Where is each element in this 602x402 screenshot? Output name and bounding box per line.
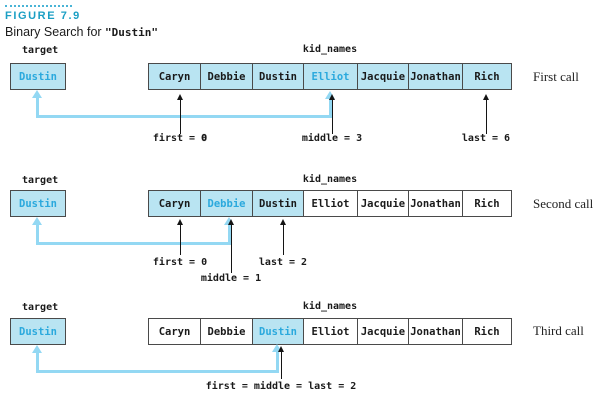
target-box: Dustin — [10, 318, 66, 345]
last-index-arrow — [482, 94, 491, 134]
array-label: kid_names — [302, 44, 358, 55]
array-cell: Elliot — [304, 191, 358, 216]
first-index-arrow — [176, 219, 185, 255]
target-box: Dustin — [10, 63, 66, 90]
combined-index-arrow — [277, 346, 286, 379]
array-cell: Rich — [463, 191, 511, 216]
comparison-line-horizontal — [36, 370, 279, 373]
array-cell: Jacquie — [358, 319, 409, 344]
annotation-combined: first = middle = last = 2 — [206, 381, 357, 392]
array-cell: Elliot — [304, 319, 358, 344]
array-cell: Caryn — [149, 319, 201, 344]
array-label: kid_names — [302, 301, 358, 312]
array-cell: Dustin — [253, 319, 304, 344]
array-cell: Jonathan — [409, 319, 463, 344]
figure-title: Binary Search for "Dustin" — [5, 25, 158, 39]
comparison-line-target — [35, 352, 39, 373]
array-cell: Jacquie — [358, 191, 409, 216]
annotation-first: first = 0 — [153, 257, 207, 268]
target-label: target — [22, 45, 59, 56]
annotation-first: first = 0 — [153, 133, 207, 144]
annotation-text: first = middle = last = 2 — [205, 381, 357, 392]
kid-names-array: Caryn Debbie Dustin Elliot Jacquie Jonat… — [148, 318, 512, 345]
target-box: Dustin — [10, 190, 66, 217]
figure-number: FIGURE 7.9 — [5, 10, 81, 22]
kid-names-array: Caryn Debbie Dustin Elliot Jacquie Jonat… — [148, 190, 512, 217]
array-cell: Debbie — [201, 64, 253, 89]
array-cell: Jonathan — [409, 64, 463, 89]
middle-index-arrow — [227, 219, 236, 273]
annotation-middle: middle = 1 — [201, 273, 261, 284]
array-label: kid_names — [302, 174, 358, 185]
array-cell: Caryn — [149, 64, 201, 89]
target-label: target — [22, 175, 59, 186]
array-cell: Rich — [463, 64, 511, 89]
call-caption: Third call — [533, 323, 584, 338]
dotted-rule — [5, 5, 72, 7]
comparison-line-horizontal — [36, 242, 231, 245]
first-index-arrow — [176, 94, 185, 134]
array-cell: Jacquie — [358, 64, 409, 89]
comparison-line-middle — [328, 98, 332, 118]
array-cell: Rich — [463, 319, 511, 344]
annotation-text: last = 2 — [258, 257, 308, 268]
comparison-line-target — [35, 97, 39, 118]
annotation-text: middle = 3 — [301, 133, 363, 144]
comparison-arrowhead-target — [31, 217, 42, 225]
comparison-line-middle — [227, 224, 231, 245]
comparison-line-middle — [276, 351, 279, 373]
call-caption: First call — [533, 69, 579, 84]
figure-title-code: "Dustin" — [105, 26, 159, 39]
array-cell: Caryn — [149, 191, 201, 216]
annotation-text: first = — [152, 133, 202, 144]
comparison-arrowhead-target — [31, 90, 42, 98]
array-cell: Elliot — [304, 64, 358, 89]
annotation-last: last = 2 — [259, 257, 307, 268]
array-cell: Dustin — [253, 191, 304, 216]
array-cell: Debbie — [201, 191, 253, 216]
figure-title-text: Binary Search for — [5, 25, 106, 39]
comparison-arrowhead-target — [31, 345, 42, 353]
call-caption: Second call — [533, 196, 594, 211]
array-cell: Debbie — [201, 319, 253, 344]
annotation-text: last = 6 — [461, 133, 511, 144]
target-label: target — [22, 302, 59, 313]
annotation-last: last = 6 — [462, 133, 510, 144]
middle-index-arrow — [328, 94, 337, 134]
annotation-value: 0 — [201, 133, 208, 144]
comparison-arrowhead-middle — [272, 344, 282, 352]
annotation-text: middle = 1 — [200, 273, 262, 284]
array-cell: Jonathan — [409, 191, 463, 216]
annotation-middle: middle = 3 — [302, 133, 362, 144]
kid-names-array: Caryn Debbie Dustin Elliot Jacquie Jonat… — [148, 63, 512, 90]
array-cell: Dustin — [253, 64, 304, 89]
comparison-line-horizontal — [36, 115, 332, 118]
comparison-line-target — [35, 224, 39, 245]
annotation-text: first = 0 — [152, 257, 208, 268]
last-index-arrow — [279, 219, 288, 255]
